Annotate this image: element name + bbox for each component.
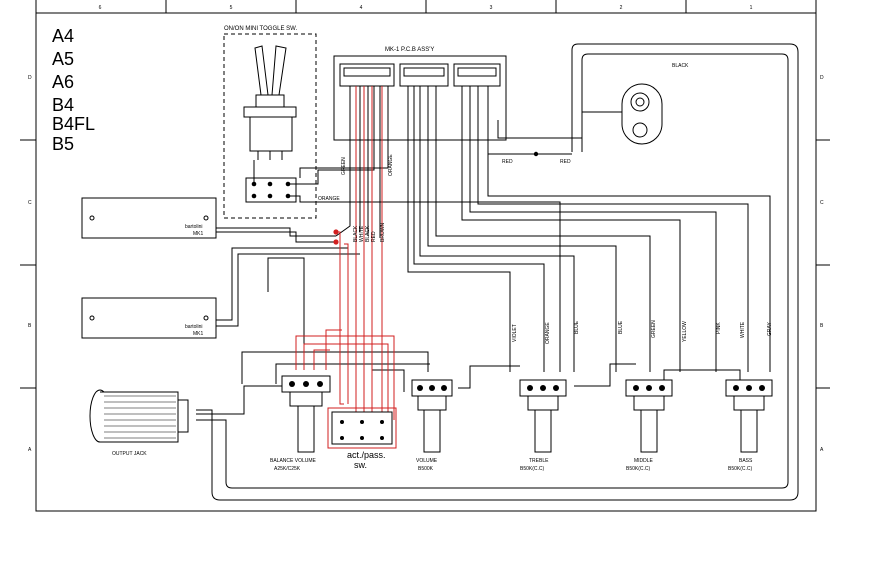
wire-label: BLUE [574,320,580,334]
zone-column-labels: 6 5 4 3 2 1 [99,5,753,11]
junction-dots [333,151,539,245]
wire-label: BLUE [618,320,624,334]
pcb-label: MK-1 P.C.B ASS'Y [385,47,434,53]
model-label: B5 [52,134,74,154]
neck-pickup: bartolini MK1 [81,197,217,239]
pcb-assembly: MK-1 P.C.B ASS'Y [333,47,507,141]
pickup-model: MK1 [193,231,204,237]
volume-pot: VOLUME B500K [411,379,453,472]
wire-label: RED [502,159,513,165]
model-label: A4 [52,26,74,46]
wire-label: WHITE [740,321,746,338]
zone-row-c-left: C [28,200,32,206]
mini-toggle-switch: ON/ON MINI TOGGLE SW. [223,26,317,219]
zone-col-1: 1 [750,5,753,11]
wire-label: BLACK [365,225,371,242]
balance-volume-pot: BALANCE VOLUME A25K/C25K [270,375,331,472]
control-name: VOLUME [416,458,438,464]
red-wires [295,86,397,449]
control-name: BASS [739,458,753,464]
zone-row-labels: D C B A D C B A [28,75,824,453]
wire-label: BLACK [672,63,689,69]
zone-col-2: 2 [620,5,623,11]
treble-pot: TREBLE B50K(C.C) [519,379,567,472]
output-jack: OUTPUT JACK [89,389,189,457]
act-pass-label: act./pass. [347,450,386,460]
zone-col-3: 3 [490,5,493,11]
model-label: B4 [52,95,74,115]
zone-row-c-right: C [820,200,824,206]
toggle-switch-label: ON/ON MINI TOGGLE SW. [224,26,297,32]
battery-snap [621,83,663,145]
control-value: B50K(C.C) [626,466,651,472]
control-name: TREBLE [529,458,549,464]
pickup-brand: bartolini [185,324,203,330]
black-wires [196,43,799,501]
wire-labels: BLACK RED RED ORANGE GREEN ORANGE BLACK … [318,63,773,344]
wire-label: GREEN [341,157,347,175]
act-pass-switch: act./pass. sw. [331,411,393,470]
bass-pot: BASS B50K(C.C) [725,379,773,472]
model-label: A6 [52,72,74,92]
model-label: B4FL [52,114,95,134]
wire-label: BLACK [353,225,359,242]
wire-label: VIOLET [512,324,518,342]
pickup-brand: bartolini [185,224,203,230]
wire-label: RED [560,159,571,165]
zone-row-b-right: B [820,323,824,329]
wire-label: ORANGE [545,322,551,344]
model-label: A5 [52,49,74,69]
zone-row-d-right: D [820,75,824,81]
control-value: B500K [418,466,434,472]
output-jack-label: OUTPUT JACK [112,451,147,457]
zone-col-4: 4 [360,5,363,11]
wire-label: WHITE [359,225,365,242]
control-value: A25K/C25K [274,466,301,472]
wire-label: ORANGE [318,196,340,202]
zone-col-5: 5 [230,5,233,11]
wire-label: GREEN [651,320,657,338]
control-name: MIDDLE [634,458,654,464]
zone-col-6: 6 [99,5,102,11]
drawing-frame [20,0,830,512]
zone-row-d-left: D [28,75,32,81]
wire-label: ORANGE [388,154,394,176]
bridge-pickup: bartolini MK1 [81,297,217,339]
control-value: B50K(C.C) [728,466,753,472]
act-pass-label: sw. [354,460,367,470]
model-list: A4 A5 A6 B4 B4FL B5 [52,26,95,154]
wire-label: GRAY [767,322,773,336]
zone-row-a-right: A [820,447,824,453]
middle-pot: MIDDLE B50K(C.C) [625,379,673,472]
zone-row-b-left: B [28,323,32,329]
control-name: BALANCE VOLUME [270,458,317,464]
wire-label: PINK [716,322,722,334]
wire-label: RED [371,231,377,242]
wire-label: BROWN [380,222,386,242]
wire-label: YELLOW [682,321,688,342]
control-value: B50K(C.C) [520,466,545,472]
pickup-model: MK1 [193,331,204,337]
zone-row-a-left: A [28,447,32,453]
